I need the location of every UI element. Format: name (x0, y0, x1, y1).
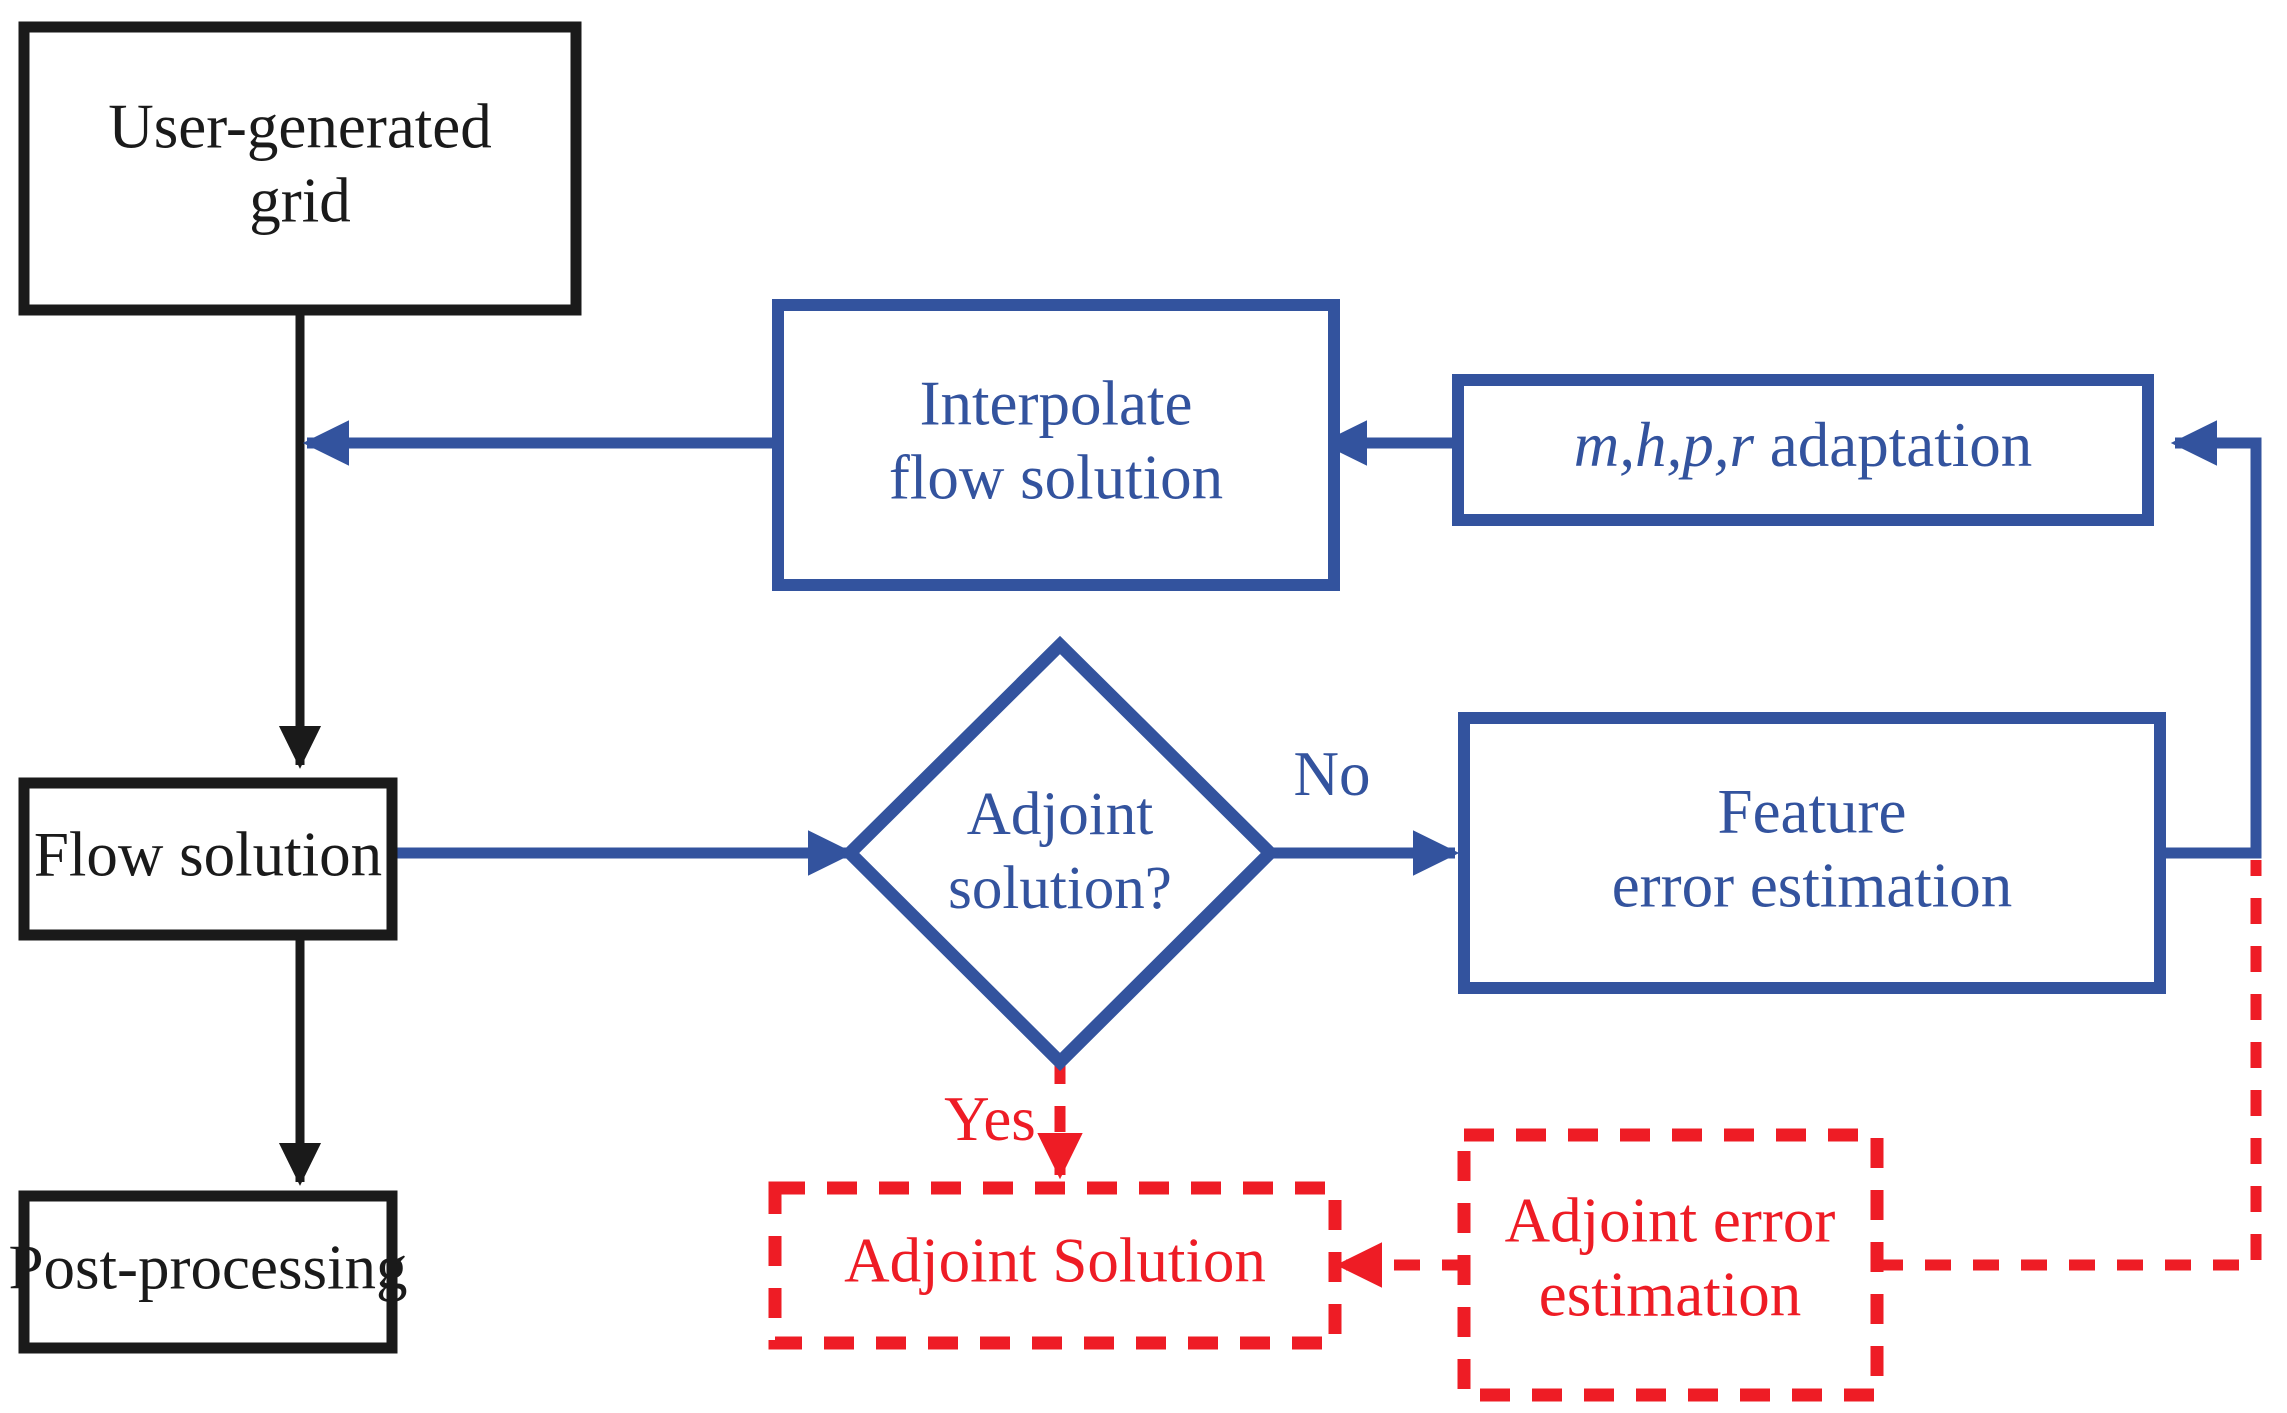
node-flow-solution: Flow solution (18, 777, 398, 941)
adjoint-error-label-line1: Adjoint error (1505, 1185, 1836, 1255)
adjoint-solution-box (768, 1181, 1342, 1350)
node-feature-error-estimation: Feature error estimation (1458, 712, 2166, 994)
interpolate-label-line1: Interpolate (920, 368, 1193, 438)
interpolate-flow-solution-box (772, 299, 1340, 591)
user-generated-grid-box (18, 21, 582, 316)
feature-error-label-line1: Feature (1718, 776, 1907, 846)
interpolate-label-line2: flow solution (889, 442, 1223, 512)
mhpr-adaptation-label-math: m,h,p,r (1574, 410, 1755, 480)
mhpr-adaptation-box (1452, 374, 2154, 526)
edge-label-yes: Yes (944, 1084, 1036, 1154)
flow-solution-label: Flow solution (34, 819, 382, 889)
feature-error-label-line2: error estimation (1612, 850, 2013, 920)
edge-label-no: No (1294, 739, 1371, 809)
decision-label-line1: Adjoint (967, 781, 1153, 848)
node-post-processing: Post-processing (9, 1190, 408, 1354)
node-adjoint-solution-decision: Adjoint solution? (840, 635, 1280, 1072)
post-processing-box (18, 1190, 398, 1354)
node-adjoint-solution: Adjoint Solution (768, 1181, 1342, 1350)
adjoint-solution-label: Adjoint Solution (844, 1225, 1266, 1295)
node-mhpr-adaptation: m,h,p,r adaptation (1452, 374, 2154, 526)
adjoint-error-label-line2: estimation (1539, 1259, 1801, 1329)
edge-featureerror-to-adaptation (2160, 420, 2262, 859)
mhpr-adaptation-label: m,h,p,r adaptation (1574, 410, 2032, 480)
feature-error-estimation-box (1458, 712, 2166, 994)
node-user-generated-grid: User-generated grid (18, 21, 582, 316)
node-adjoint-error-estimation: Adjoint error estimation (1457, 1128, 1884, 1402)
user-generated-grid-label-line2: grid (249, 165, 350, 235)
mhpr-adaptation-label-rest: adaptation (1754, 410, 2032, 480)
flow-solution-box (18, 777, 398, 941)
decision-label-line2: solution? (948, 855, 1172, 922)
adjoint-solution-decision-diamond (840, 635, 1280, 1072)
post-processing-label: Post-processing (9, 1232, 408, 1302)
edge-adjointerror-to-adaptation (1877, 860, 2262, 1271)
node-interpolate-flow-solution: Interpolate flow solution (772, 299, 1340, 591)
user-generated-grid-label-line1: User-generated (108, 91, 492, 161)
adjoint-error-estimation-box (1457, 1128, 1884, 1402)
